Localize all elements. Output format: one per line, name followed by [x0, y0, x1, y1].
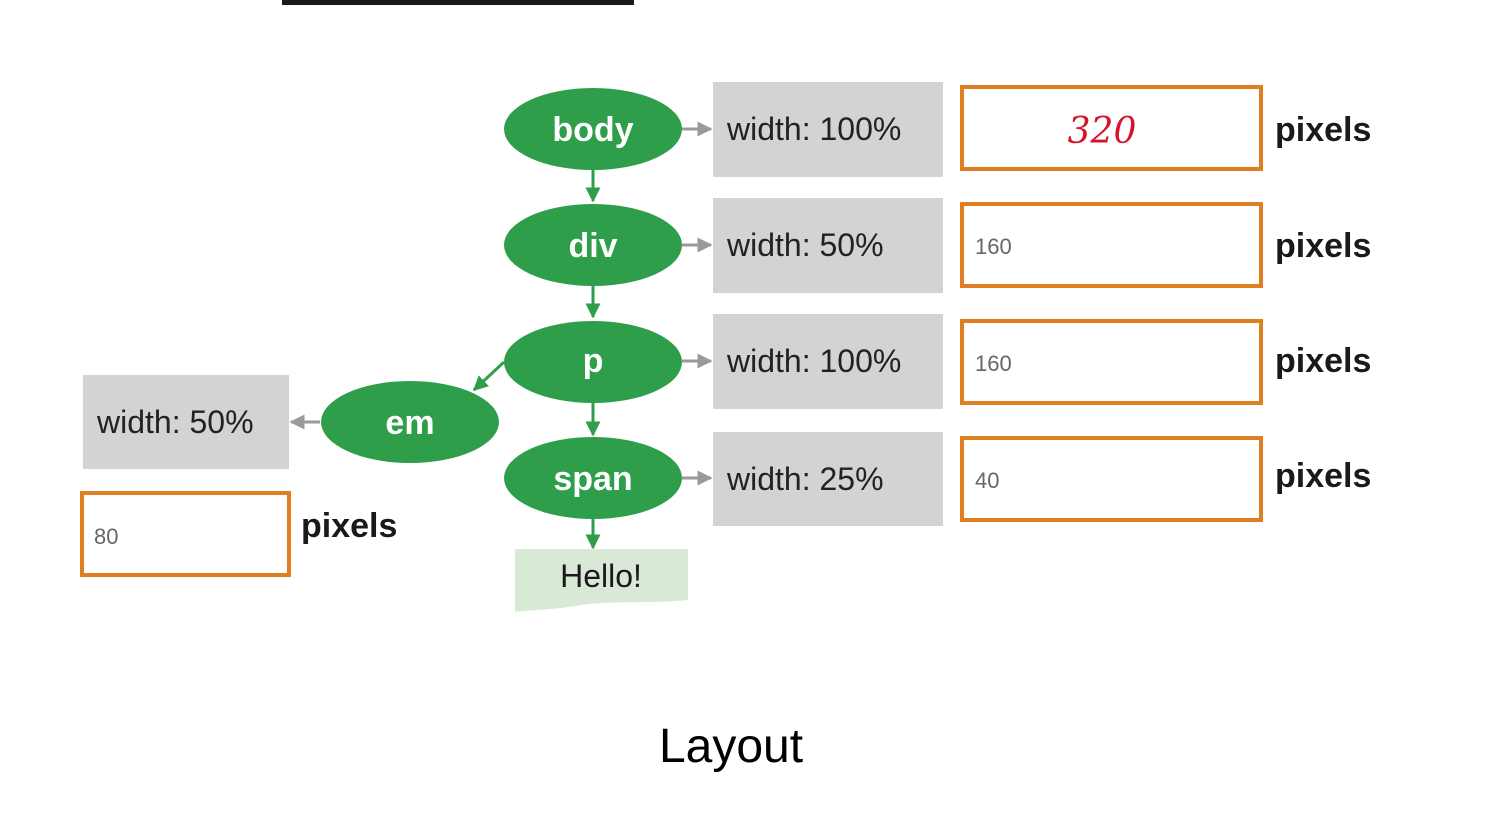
value-box-div	[960, 202, 1263, 288]
tree-row-p: p width: 100% 160 pixels	[504, 314, 1371, 409]
unit-text-div: pixels	[1275, 227, 1371, 265]
edge-p-em	[472, 360, 506, 392]
slide-caption: Layout	[659, 720, 803, 773]
property-text-body: width: 100%	[726, 111, 901, 147]
node-body	[504, 88, 682, 170]
node-label-body: body	[552, 111, 633, 149]
node-label-em: em	[385, 404, 434, 442]
tree-edges	[472, 168, 601, 550]
property-text-div: width: 50%	[726, 227, 884, 263]
property-connectors	[289, 121, 713, 486]
value-box-em	[80, 491, 291, 577]
value-box-body	[960, 85, 1263, 171]
text-node-label: Hello!	[560, 558, 642, 594]
value-text-p: 160	[975, 351, 1012, 376]
property-box-div	[713, 198, 943, 293]
node-label-span: span	[553, 460, 632, 498]
tree-row-body: body width: 100% 320 pixels	[504, 82, 1371, 177]
value-box-p	[960, 319, 1263, 405]
node-label-div: div	[568, 227, 617, 265]
property-text-p: width: 100%	[726, 343, 901, 379]
value-text-body: 320	[1068, 111, 1137, 152]
property-box-body	[713, 82, 943, 177]
value-box-span	[960, 436, 1263, 522]
value-text-div: 160	[975, 234, 1012, 259]
node-p	[504, 321, 682, 403]
tree-row-span: span width: 25% 40 pixels	[504, 432, 1371, 526]
property-text-em: width: 50%	[96, 404, 254, 440]
property-text-span: width: 25%	[726, 461, 884, 497]
node-div	[504, 204, 682, 286]
node-span	[504, 437, 682, 519]
text-node-box	[515, 549, 688, 612]
property-box-em	[83, 375, 289, 469]
property-box-span	[713, 432, 943, 526]
value-text-span: 40	[975, 468, 999, 493]
property-box-p	[713, 314, 943, 409]
unit-text-span: pixels	[1275, 457, 1371, 495]
unit-text-body: pixels	[1275, 111, 1371, 149]
node-label-p: p	[583, 342, 604, 380]
unit-text-em: pixels	[301, 507, 397, 545]
unit-text-p: pixels	[1275, 342, 1371, 380]
cropped-title-fragment	[282, 0, 634, 5]
text-node-hello: Hello!	[515, 549, 688, 612]
tree-row-div: div width: 50% 160 pixels	[504, 198, 1371, 293]
value-text-em: 80	[94, 524, 118, 549]
tree-row-em: em width: 50% 80 pixels	[80, 375, 499, 577]
node-em	[321, 381, 499, 463]
